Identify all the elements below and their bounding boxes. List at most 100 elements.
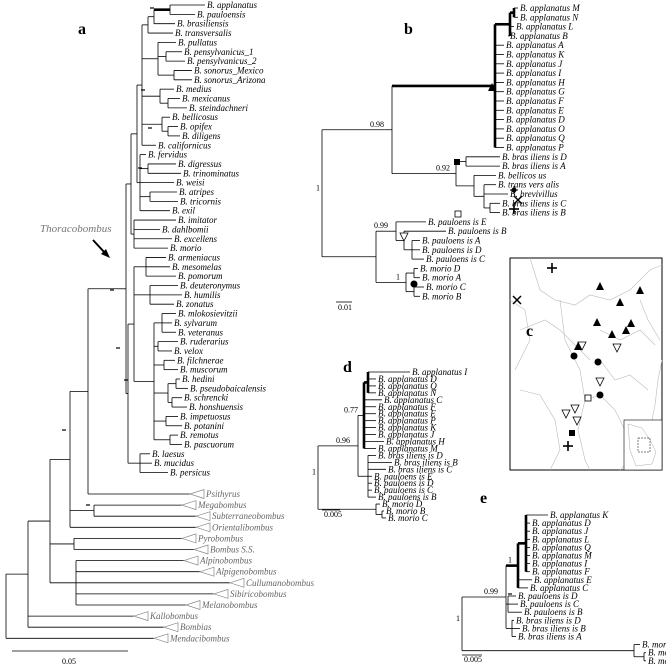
a-tip-b-bellicosus: B. bellicosus	[172, 112, 218, 122]
a-tip-b-pseudobaicalensis: B. pseudobaicalensis	[190, 383, 266, 393]
d-tip-b-applanatus-p: B. applanatus P	[378, 416, 436, 426]
d-tip-b-applanatus-k: B. applanatus K	[378, 423, 437, 433]
collapsed-clade-triangle	[188, 489, 205, 499]
b-tip-b-applanatus-a: B. applanatus A	[506, 40, 564, 50]
e-support-label: 1	[456, 614, 460, 623]
e-tip-b-applanatus-e: B. applanatus E	[534, 575, 592, 585]
map-inset-continent	[627, 423, 657, 467]
collapsed-clade-triangle	[212, 588, 229, 599]
b-tip-b-pauloens-is-a: B. pauloens is A	[422, 236, 481, 246]
panel-label-d: d	[343, 359, 352, 376]
a-tip-b-weisi: B. weisi	[176, 178, 205, 188]
collapsed-clade-triangle	[180, 533, 197, 544]
d-tip-b-morio-d: B. morio D	[382, 499, 423, 509]
d-tip-b-pauloens-is-d: B. pauloens is D	[374, 478, 434, 488]
b-tip-b-applanatus-l: B. applanatus L	[516, 22, 573, 32]
group-label-cullumanobombus: Cullumanobombus	[246, 578, 315, 588]
a-tip-b-fervidus: B. fervidus	[148, 150, 187, 160]
d-support-label: 0.96	[336, 436, 350, 445]
b-tip-b-brevivillus: B. brevivillus	[510, 189, 558, 199]
e-tip-b-applanatus-k: B. applanatus K	[550, 510, 609, 520]
e-support-label: 1	[508, 556, 512, 565]
a-tip-b-pensylvanicus-1: B. pensylvanicus_1	[184, 47, 253, 57]
panel-label-a: a	[78, 21, 86, 38]
d-tip-b-pauloens-is-b: B. pauloens is B	[378, 492, 437, 502]
e-tip-b-bras-iliens-is-a: B. bras iliens is A	[518, 632, 582, 642]
collapsed-clade-triangle	[180, 500, 197, 511]
d-tip-b-applanatus-c: B. applanatus C	[384, 395, 443, 405]
b-tip-b-bras-iliens-is-b: B. bras iliens is B	[502, 208, 566, 218]
panel-label-b: b	[404, 21, 413, 38]
map-marker-tri	[622, 326, 630, 334]
e-tip-b-bras-iliens-is-d: B. bras iliens is D	[516, 615, 581, 625]
collapsed-clade-triangle	[194, 511, 211, 522]
d-support-label: 0.77	[344, 405, 358, 414]
a-tip-b-brasiliensis: B. brasiliensis	[177, 19, 229, 29]
map-marker-tri	[627, 319, 635, 327]
map-marker-itri	[561, 409, 571, 419]
d-tip-b-applanatus-f: B. applanatus F	[378, 402, 436, 412]
e-tip-b-bras-iliens-is-b: B. bras iliens is B	[522, 623, 586, 633]
group-label-bombias: Bombias	[180, 622, 212, 632]
b-tip-b-morio-a: B. morio A	[422, 273, 462, 283]
b-tip-b-pauloens-is-d: B. pauloens is D	[422, 245, 482, 255]
b-tip-b-applanatus-g: B. applanatus G	[506, 87, 565, 97]
d-tip-b-pauloens-is-c: B. pauloens is C	[374, 485, 434, 495]
a-tip-b-persicus: B. persicus	[170, 468, 210, 478]
collapsed-clade-triangle	[132, 611, 149, 622]
collapsed-clade-triangle	[192, 544, 209, 555]
a-tip-b-laesus: B. laesus	[152, 449, 185, 459]
scale-label-b: 0.01	[338, 303, 352, 312]
a-tip-b-pensylvanicus-2: B. pensylvanicus_2	[187, 56, 257, 66]
a-tip-b-pascuorum: B. pascuorum	[184, 439, 234, 449]
map-inset-box	[637, 437, 651, 453]
map-marker-sq	[569, 430, 575, 436]
a-tip-b-pullatus: B. pullatus	[178, 37, 217, 47]
e-tip-b-applanatus-d: B. applanatus D	[532, 518, 591, 528]
a-tip-b-veteranus: B. veteranus	[178, 327, 223, 337]
b-clade-marker-brasiliensis-bc	[454, 210, 462, 218]
a-tip-b-mlokosievitzii: B. mlokosievitzii	[178, 309, 238, 319]
b-tip-b-morio-c: B. morio C	[426, 282, 467, 292]
a-tip-b-dahlbomii: B. dahlbomii	[162, 224, 209, 234]
b-tip-b-applanatus-m: B. applanatus M	[520, 3, 580, 13]
d-tip-b-applanatus-h: B. applanatus H	[386, 437, 445, 447]
a-tip-b-morio: B. morio	[170, 243, 202, 253]
e-tip-b-morio-c: B. morio C	[648, 648, 666, 658]
d-tip-b-applanatus-e: B. applanatus E	[378, 409, 436, 419]
tree-e: B. applanatus KB. applanatus D B. applana…	[456, 510, 666, 666]
panel-label-c: c	[526, 323, 533, 340]
a-tip-b-schrencki: B. schrencki	[184, 393, 229, 403]
map-marker-itri	[572, 416, 582, 426]
b-tip-b-applanatus-b: B. applanatus B	[510, 31, 568, 41]
map-inset	[623, 419, 663, 471]
a-tip-b-ruderarius: B. ruderarius	[180, 337, 229, 347]
a-tip-b-zonatus: B. zonatus	[176, 299, 214, 309]
a-tip-b-honshuensis: B. honshuensis	[189, 402, 243, 412]
map-panel: c	[509, 257, 663, 471]
a-tip-b-humilis: B. humilis	[184, 290, 221, 300]
a-tip-b-velox: B. velox	[174, 346, 203, 356]
tree-b: B. applanatus MB. applanatus NB. applana…	[316, 3, 580, 301]
b-clade-marker-pauloensis	[399, 232, 409, 242]
b-tip-b-applanatus-e: B. applanatus E	[506, 105, 564, 115]
b-tip-b-pauloens-is-e: B. pauloens is E	[428, 217, 487, 227]
collapsed-clade-triangle	[198, 566, 215, 577]
b-tip-b-trans-vers-alis: B. trans vers alis	[498, 180, 559, 190]
e-support-label: 0.99	[484, 587, 498, 596]
b-tip-b-applanatus-j: B. applanatus J	[506, 59, 563, 69]
thoracobombus-label: Thoracobombus	[40, 223, 112, 235]
a-tip-b-transversalis: B. transversalis	[175, 28, 232, 38]
e-tip-b-morio-d: B. morio D	[642, 640, 666, 650]
a-tip-b-filchnerae: B. filchnerae	[177, 355, 224, 365]
a-tip-b-digressus: B. digressus	[178, 159, 222, 169]
b-support-label: 0.92	[436, 164, 450, 173]
map-markers	[512, 263, 644, 451]
a-tip-b-steindachneri: B. steindachneri	[189, 103, 248, 113]
a-tip-b-medius: B. medius	[176, 84, 212, 94]
a-tip-b-trinominatus: B. trinominatus	[183, 168, 240, 178]
a-tip-b-impetuosus: B. impetuosus	[180, 411, 231, 421]
map-marker-tri	[596, 282, 604, 290]
group-label-melanobombus: Melanobombus	[201, 600, 258, 610]
b-tip-b-pauloens-is-b: B. pauloens is B	[448, 226, 507, 236]
